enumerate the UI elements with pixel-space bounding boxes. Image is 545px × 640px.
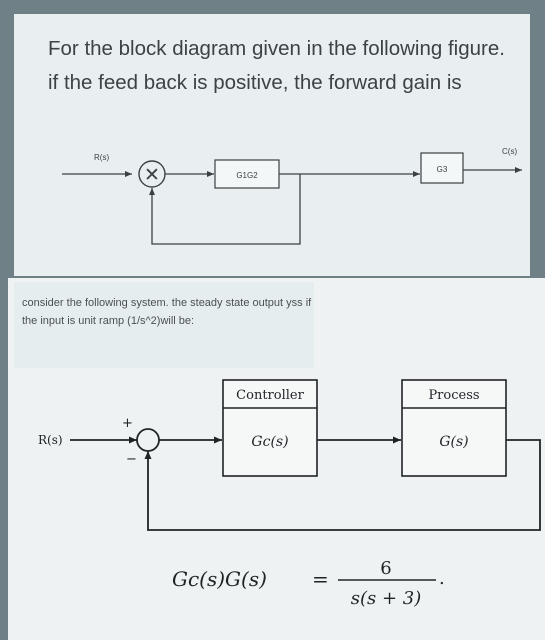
output-label: C(s) [502,147,517,156]
g3-label: G3 [437,165,448,174]
block-diagram-2: R(s) + − Controller Gc(s) Process G(s) G… [38,379,541,609]
plus-sign: + [122,416,133,431]
summing-junction-2 [136,428,160,452]
question-2-text: consider the following system. the stead… [22,297,312,327]
input-label: R(s) [94,153,109,162]
feedback-path-1 [149,174,301,245]
question-2-box: consider the following system. the stead… [14,282,314,368]
question-1-text: For the block diagram given in the follo… [48,37,505,94]
minus-sign: − [126,452,137,467]
controller-block [222,379,318,477]
block-diagram-1: R(s) ✕ G1G2 G3 C(s) [62,147,522,245]
g3-block [420,152,464,184]
equation-numerator: 6 [380,558,391,579]
input-label-2: R(s) [38,433,63,447]
process-tf: G(s) [439,434,468,450]
equation-lhs: Gc(s)G(s) [172,567,267,591]
equation-equals: = [312,567,329,591]
equation-denominator: s(s + 3) [351,588,422,609]
question-card-1: For the block diagram given in the follo… [14,14,530,276]
summing-symbol: ✕ [144,164,160,186]
question-card-2: consider the following system. the stead… [8,278,545,640]
controller-title: Controller [236,388,304,403]
equation-trailing: . [439,568,445,589]
g1g2-label: G1G2 [236,171,258,180]
process-block [401,379,507,477]
controller-tf: Gc(s) [251,434,288,450]
process-title: Process [428,388,479,403]
feedback-path-2 [144,439,541,531]
